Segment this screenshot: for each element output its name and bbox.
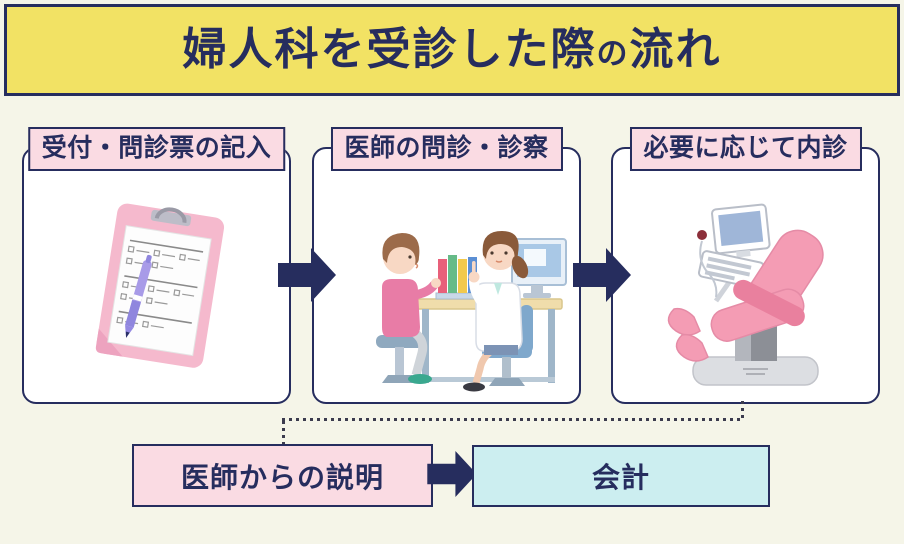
step-label-examination-text: 必要に応じて内診 bbox=[643, 134, 848, 162]
clipboard-questionnaire-illustration bbox=[95, 203, 225, 368]
payment-box: 会計 bbox=[472, 445, 770, 507]
arrow-right-icon bbox=[427, 451, 477, 497]
pen-icon bbox=[125, 254, 152, 338]
dotted-connector-vertical-left bbox=[282, 421, 285, 444]
exam-monitor-icon bbox=[697, 203, 771, 303]
doctor-patient-consultation-illustration bbox=[376, 231, 567, 392]
patient-figure bbox=[376, 233, 441, 384]
dotted-connector-horizontal bbox=[282, 418, 744, 421]
step-label-reception: 受付・問診票の記入 bbox=[27, 127, 286, 171]
arrow-right-icon bbox=[573, 248, 631, 302]
page-title-main: 婦人科を受診した際 bbox=[182, 25, 597, 74]
title-banner: 婦人科を受診した際の流れ bbox=[4, 4, 900, 96]
explanation-box: 医師からの説明 bbox=[132, 444, 433, 507]
step-card-consultation: 医師の問診・診察 bbox=[312, 127, 581, 404]
page-title-tail: 流れ bbox=[629, 25, 722, 74]
doctor-figure bbox=[463, 231, 533, 392]
gynecology-exam-chair-illustration bbox=[667, 203, 824, 386]
step-label-examination: 必要に応じて内診 bbox=[629, 127, 862, 171]
step-label-reception-text: 受付・問診票の記入 bbox=[41, 134, 272, 162]
step-card-reception: 受付・問診票の記入 bbox=[22, 127, 291, 404]
page-title: 婦人科を受診した際の流れ bbox=[183, 28, 722, 72]
arrow-right-icon bbox=[278, 248, 336, 302]
step-label-consultation: 医師の問診・診察 bbox=[330, 127, 563, 171]
explanation-box-label: 医師からの説明 bbox=[180, 461, 384, 493]
exam-chair-icon bbox=[667, 229, 824, 362]
dotted-connector-vertical-right bbox=[741, 401, 744, 419]
step-card-examination: 必要に応じて内診 bbox=[611, 127, 880, 404]
payment-box-label: 会計 bbox=[591, 462, 650, 493]
step-label-consultation-text: 医師の問診・診察 bbox=[344, 134, 549, 162]
page-title-particle: の bbox=[596, 36, 630, 71]
